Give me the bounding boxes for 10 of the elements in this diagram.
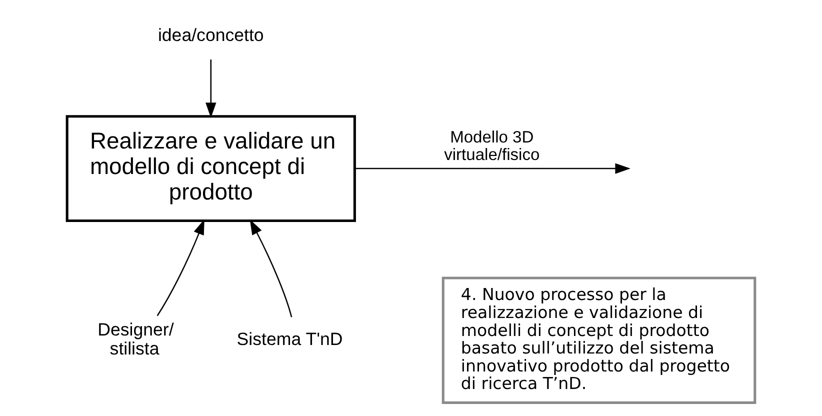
arrow bbox=[354, 163, 630, 174]
node-text: Designer/ stilista bbox=[98, 320, 174, 359]
arrow bbox=[250, 219, 292, 318]
node-text: idea/concetto bbox=[158, 24, 264, 45]
node-text: Sistema T'nD bbox=[236, 329, 343, 350]
node-box: 4. Nuovo processo per la realizzazione e validazione di modelli di concept di prodotto basato sull’utilizzo del sistema innovativo prodotto dal progetto di ricerca T’nD. bbox=[442, 276, 756, 404]
edge-label: Modello 3D virtuale/fisico bbox=[444, 127, 540, 164]
arrow bbox=[206, 60, 216, 118]
node-box: Realizzare e validare un modello di concept di prodotto bbox=[66, 115, 356, 222]
arrow bbox=[156, 219, 204, 316]
